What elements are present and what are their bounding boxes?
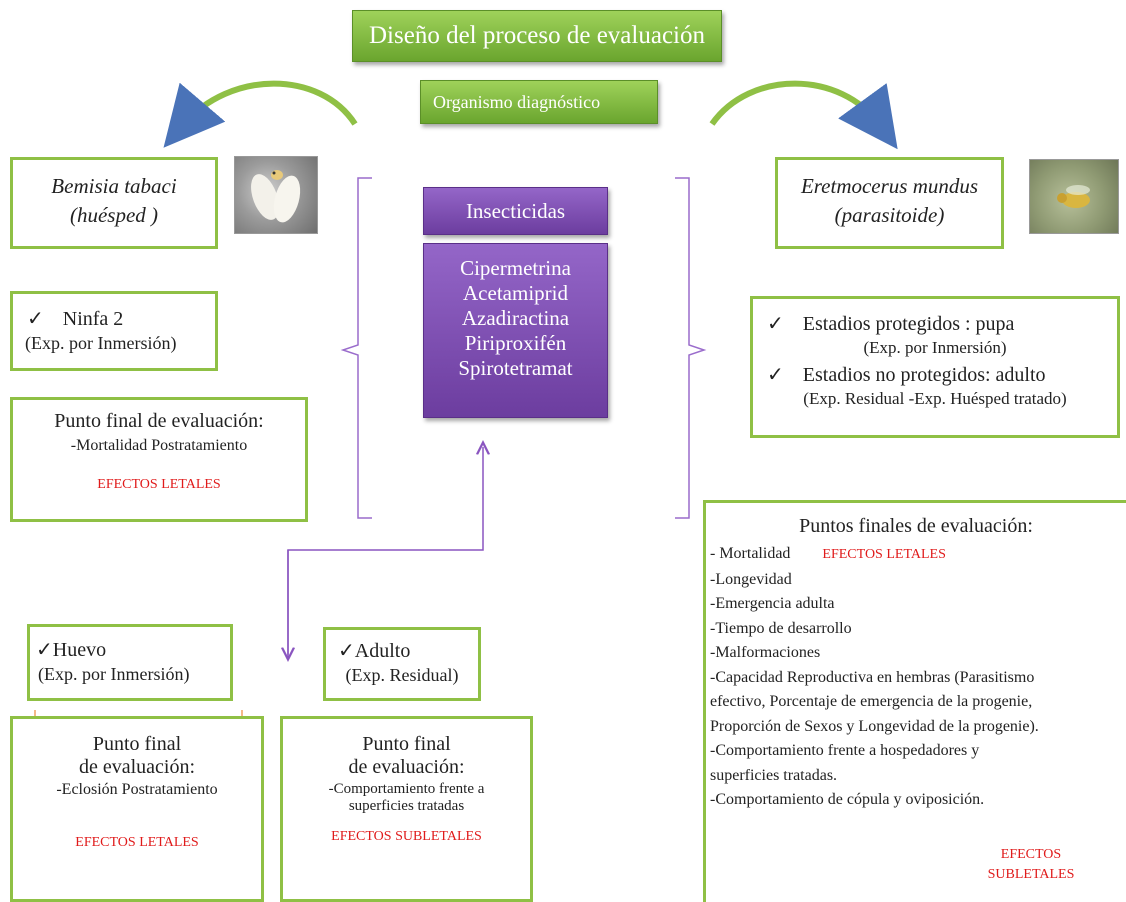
insecticide-item: Acetamiprid (463, 281, 568, 305)
nymph-stage-box: ✓ Ninfa 2 (Exp. por Inmersión) (10, 291, 218, 371)
whitefly-icon (251, 170, 301, 223)
right-curved-arrow (709, 80, 898, 150)
nymph-exposure: (Exp. por Inmersión) (25, 333, 177, 353)
endpoint-item: -Longevidad (710, 570, 792, 588)
endpoint-item: -Comportamiento frente a hospedadores y (710, 742, 980, 759)
adult-endpoint-title-2: de evaluación: (348, 756, 465, 778)
endpoint-item: -Emergencia adulta (710, 595, 835, 612)
check-icon: ✓ (36, 639, 53, 661)
left-curved-arrow (163, 80, 358, 148)
whitefly-image (234, 156, 318, 234)
parasitoid-role: (parasitoide) (834, 203, 945, 227)
check-icon: ✓ (338, 640, 355, 662)
unprotected-stage-line: ✓ Estadios no protegidos: adulto (767, 362, 1117, 387)
parasitoid-icon (1057, 185, 1090, 208)
adult-sublethal-effect: EFECTOS SUBLETALES (331, 829, 482, 844)
insecticides-list: Cipermetrina Acetamiprid Azadiractina Pi… (423, 243, 608, 418)
egg-endpoint-box: Punto final de evaluación: -Eclosión Pos… (10, 716, 264, 902)
mortality-label: - Mortalidad (710, 545, 791, 562)
nymph-lethal-effect: EFECTOS LETALES (97, 477, 221, 492)
unprotected-stage-label: Estadios no protegidos: adulto (802, 364, 1046, 386)
egg-exposure: (Exp. por Inmersión) (38, 664, 190, 684)
diagram-title: Diseño del proceso de evaluación (352, 10, 722, 62)
sublethal-word-1: EFECTOS (1000, 847, 1062, 862)
nymph-endpoint-box: Punto final de evaluación: -Mortalidad P… (10, 397, 308, 522)
host-name: Bemisia tabaci (51, 174, 177, 198)
endpoint-item: superficies tratadas. (710, 766, 838, 784)
parasitoid-sublethal-effect: EFECTOS SUBLETALES (986, 845, 1076, 885)
egg-endpoint-title-1: Punto final (92, 733, 182, 755)
arrow-to-insecticides (287, 447, 483, 657)
parasitoid-stages-box: ✓ Estadios protegidos : pupa (Exp. por I… (750, 296, 1120, 438)
insecticides-header: Insecticidas (423, 187, 608, 235)
parasitoid-endpoints-list: - Mortalidad EFECTOS LETALES -Longevidad… (710, 542, 1126, 813)
adult-stage-label: Adulto (354, 640, 411, 662)
adult-stage-box: ✓Adulto (Exp. Residual) (323, 627, 481, 701)
insecticide-item: Spirotetramat (458, 356, 573, 380)
endpoint-item: -Capacidad Reproductiva en hembras (Para… (710, 668, 1035, 686)
endpoint-item: efectivo, Porcentaje de emergencia de la… (710, 693, 1033, 710)
egg-endpoint-item: -Eclosión Postratamiento (56, 781, 218, 798)
egg-stage-line: ✓Huevo (36, 637, 230, 662)
unprotected-stage-exposure: (Exp. Residual -Exp. Huésped tratado) (803, 389, 1067, 408)
parasitoid-lethal-effect: EFECTOS LETALES (822, 547, 946, 562)
egg-lethal-effect: EFECTOS LETALES (75, 835, 199, 850)
check-icon: ✓ (767, 364, 784, 386)
left-brace (340, 177, 372, 519)
parasitoid-endpoints-box: Puntos finales de evaluación: - Mortalid… (703, 500, 1126, 902)
parasitoid-image (1029, 159, 1119, 234)
parasitoid-box: Eretmocerus mundus (parasitoide) (775, 157, 1004, 249)
protected-stage-exposure: (Exp. por Inmersión) (863, 338, 1007, 357)
nymph-endpoint-item: -Mortalidad Postratamiento (70, 437, 248, 454)
protected-stage-line: ✓ Estadios protegidos : pupa (767, 311, 1117, 336)
adult-exposure: (Exp. Residual) (345, 665, 459, 685)
egg-stage-box: ✓Huevo (Exp. por Inmersión) (27, 624, 233, 701)
nymph-stage-line: ✓ Ninfa 2 (27, 306, 215, 331)
nymph-stage-label: Ninfa 2 (62, 308, 124, 330)
mortality-line: - Mortalidad EFECTOS LETALES (710, 542, 1126, 568)
endpoint-item: Proporción de Sexos y Longevidad de la p… (710, 717, 1039, 735)
diagnostic-organism-label: Organismo diagnóstico (420, 80, 658, 124)
sublethal-word-2: SUBLETALES (987, 867, 1075, 882)
adult-endpoint-item-1: -Comportamiento frente a (328, 781, 485, 797)
adult-endpoint-box: Punto final de evaluación: -Comportamien… (280, 716, 533, 902)
adult-stage-line: ✓Adulto (338, 638, 478, 663)
nymph-endpoint-title: Punto final de evaluación: (54, 410, 264, 432)
egg-stage-label: Huevo (52, 639, 107, 661)
check-icon: ✓ (767, 313, 784, 335)
insecticide-item: Azadiractina (461, 306, 570, 330)
insecticide-item: Cipermetrina (460, 256, 571, 280)
endpoint-item: -Malformaciones (710, 644, 821, 661)
adult-endpoint-item-2: superficies tratadas (348, 798, 465, 814)
endpoint-item: -Tiempo de desarrollo (710, 619, 852, 637)
endpoint-item: -Comportamiento de cópula y oviposición. (710, 791, 985, 808)
insecticide-item: Piriproxifén (464, 331, 567, 355)
adult-endpoint-title-1: Punto final (362, 733, 451, 755)
parasitoid-name: Eretmocerus mundus (800, 174, 979, 198)
parasitoid-endpoints-title: Puntos finales de evaluación: (799, 515, 1033, 537)
protected-stage-label: Estadios protegidos : pupa (802, 313, 1015, 335)
check-icon: ✓ (27, 308, 44, 330)
right-brace (675, 177, 707, 519)
host-box: Bemisia tabaci (huésped ) (10, 157, 218, 249)
host-role: (huésped ) (69, 203, 159, 227)
egg-endpoint-title-2: de evaluación: (78, 756, 196, 778)
